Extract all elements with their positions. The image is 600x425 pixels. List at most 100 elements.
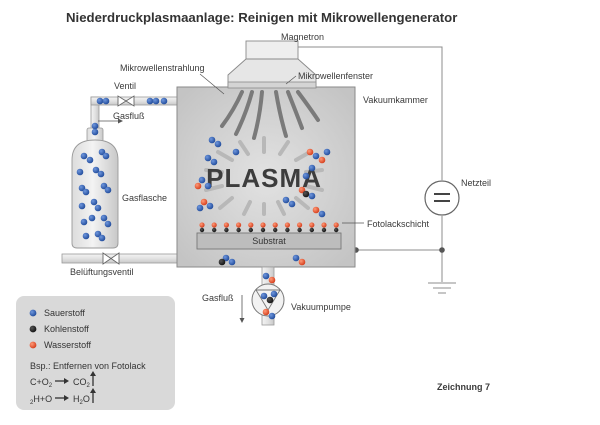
eq2-right-sub: 2 (80, 400, 84, 406)
hydrogen-atom (211, 222, 217, 228)
label-vakuumpumpe: Vakuumpumpe (291, 302, 351, 312)
eq1-right-sub: 2 (87, 383, 91, 389)
oxygen-atom (318, 210, 326, 218)
carbon-atom (224, 227, 229, 233)
microwave-rays (220, 90, 320, 140)
eq2-right: H2O (73, 394, 90, 406)
eq1-left-sub: 2 (49, 383, 53, 389)
hydrogen-atom (298, 258, 306, 266)
oxygen-atom (146, 97, 154, 105)
oxygen-atom (82, 232, 90, 240)
leader-mikrowellenstrahlung (199, 73, 225, 95)
legend-marker-kohlenstoff (29, 325, 37, 333)
oxygen-atom (98, 148, 106, 156)
label-ventil: Ventil (114, 81, 136, 91)
carbon-atom (236, 227, 241, 233)
hydrogen-atom (200, 198, 208, 206)
oxygen-atom (98, 234, 106, 242)
carbon-atom (199, 227, 205, 233)
carbon-atom (248, 227, 253, 233)
carbon-atom (334, 227, 339, 233)
oxygen-atom (100, 182, 108, 190)
oxygen-atom (86, 156, 94, 164)
oxygen-atom (198, 176, 206, 184)
eq2-gas-up-head (90, 388, 96, 393)
hydrogen-atom (333, 222, 339, 228)
carbon-atom (273, 227, 278, 233)
hydrogen-atom (248, 222, 254, 228)
oxygen-atom (90, 198, 98, 206)
oxygen-atom (100, 214, 108, 222)
hydrogen-atom (262, 308, 270, 316)
hydrogen-atom (199, 222, 205, 228)
oxygen-atom (302, 172, 310, 180)
label-mikrowellenfenster: Mikrowellenfenster (298, 71, 373, 81)
power-supply (424, 180, 460, 216)
oxygen-atom (102, 152, 110, 160)
eq1-left: C+O2 (30, 377, 53, 389)
hydrogen-atom (297, 222, 303, 228)
eq2-left-main: H+O (33, 394, 52, 404)
junction-dot-psu (439, 247, 445, 253)
oxygen-atom (96, 97, 104, 105)
microwave-window (227, 81, 317, 89)
oxygen-atom (270, 290, 278, 298)
substrate (196, 232, 342, 250)
label-mikrowellenstrahlung: Mikrowellenstrahlung (120, 63, 205, 73)
eq1-gas-up-head (90, 371, 96, 376)
oxygen-atom (104, 220, 112, 228)
oxygen-atom (92, 166, 100, 174)
eq1-right-main: CO (73, 377, 87, 387)
oxygen-atom (82, 188, 90, 196)
hydrogen-atom (318, 156, 326, 164)
particles (76, 97, 331, 320)
oxygen-atom (312, 152, 320, 160)
magnetron (227, 40, 317, 89)
eq2-right-end: O (83, 394, 90, 404)
hydrogen-atom (321, 222, 327, 228)
label-substrat: Substrat (252, 236, 286, 246)
carbon-atom (260, 227, 266, 233)
oxygen-atom (222, 254, 230, 262)
vent-pipe (61, 253, 179, 264)
oxygen-atom (91, 122, 99, 130)
legend-label-kohlenstoff: Kohlenstoff (44, 324, 89, 334)
flow-arrow-head-bottom (239, 318, 245, 323)
oxygen-atom (210, 158, 218, 166)
carbon-atom (285, 227, 290, 233)
flow-arrow-head-top (118, 118, 123, 124)
ground-symbol (428, 282, 456, 294)
oxygen-atom (160, 97, 168, 105)
carbon-atom (309, 227, 314, 233)
hydrogen-atom (268, 276, 276, 284)
eq2-arrow-head (64, 395, 69, 401)
oxygen-atom (78, 184, 86, 192)
eq2-left: 2H+O (30, 394, 52, 406)
label-zeichnung: Zeichnung 7 (437, 382, 490, 392)
eq1-right: CO2 (73, 377, 91, 389)
leader-mikrowellenfenster (285, 75, 297, 85)
hydrogen-atom (298, 186, 306, 194)
oxygen-atom (104, 186, 112, 194)
oxygen-atom (292, 254, 300, 262)
oxygen-atom (260, 292, 268, 300)
oxygen-atom (268, 312, 276, 320)
oxygen-atom (88, 214, 96, 222)
oxygen-atom (196, 204, 204, 212)
eq2-left-sub: 2 (30, 400, 34, 406)
plasma-burst (204, 136, 324, 216)
label-belueftungsventil: Belüftungsventil (70, 267, 134, 277)
oxygen-atom (94, 204, 102, 212)
oxygen-atom (323, 148, 331, 156)
label-magnetron: Magnetron (281, 32, 324, 42)
oxygen-atom (308, 164, 316, 172)
carbon-atom (302, 190, 310, 198)
label-netzteil: Netzteil (461, 178, 491, 188)
legend-label-sauerstoff: Sauerstoff (44, 308, 85, 318)
oxygen-atom (206, 202, 214, 210)
oxygen-atom (214, 140, 222, 148)
diagram-title: Niederdruckplasmaanlage: Reinigen mit Mi… (66, 10, 457, 25)
label-fotolackschicht: Fotolackschicht (367, 219, 430, 229)
legend-marker-wasserstoff (29, 341, 37, 349)
